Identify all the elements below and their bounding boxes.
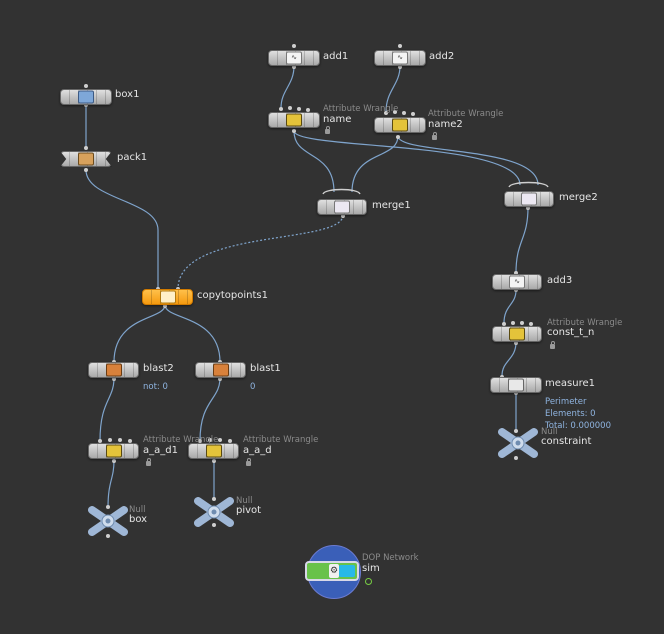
box-null-type: Null xyxy=(129,505,146,515)
wire-pack1-copytopoints1 xyxy=(85,169,159,289)
blast2-node[interactable] xyxy=(88,362,139,378)
pack-icon xyxy=(78,152,94,166)
blast-icon xyxy=(212,363,229,377)
measure-icon xyxy=(508,378,524,392)
add-wave-icon: ∿ xyxy=(509,275,525,289)
null-cross-icon xyxy=(498,428,538,458)
pack1-node[interactable] xyxy=(60,151,112,167)
blast1-info: 0 xyxy=(250,382,256,392)
pivot-node[interactable] xyxy=(194,497,234,527)
name-type: Attribute Wrangle xyxy=(323,104,399,114)
wire-blast2-aad1 xyxy=(99,377,115,442)
merge-icon xyxy=(334,200,350,214)
box-null-label: box xyxy=(129,514,148,525)
blast-icon xyxy=(105,363,122,377)
blast1-node[interactable] xyxy=(195,362,246,378)
wrangle-icon xyxy=(286,113,302,127)
wire-aad1-box xyxy=(107,459,115,509)
a-a-d1-type: Attribute Wrangle xyxy=(143,435,219,445)
add3-label: add3 xyxy=(547,275,573,286)
lock-icon xyxy=(146,458,151,466)
a-a-d-node[interactable] xyxy=(188,443,239,459)
a-a-d-label: a_a_d xyxy=(243,445,272,456)
wire-add2-name2 xyxy=(385,65,401,113)
wire-merge1-copytopoints1 xyxy=(177,214,344,290)
measure1-node[interactable] xyxy=(490,377,542,393)
name2-type: Attribute Wrangle xyxy=(428,109,504,119)
constraint-label: constraint xyxy=(541,436,592,447)
constraint-type: Null xyxy=(541,427,558,437)
wire-name2-merge2 xyxy=(397,135,539,186)
add2-node[interactable]: ∿ xyxy=(374,50,426,66)
box1-node[interactable] xyxy=(60,89,112,105)
blast2-label: blast2 xyxy=(143,363,174,374)
merge2-node[interactable] xyxy=(504,191,554,207)
wire-name-merge1 xyxy=(293,130,335,193)
sim-node[interactable]: ⚙ xyxy=(305,561,359,581)
pivot-type: Null xyxy=(236,496,253,506)
measure1-info-1: Elements: 0 xyxy=(545,409,596,419)
name-node[interactable] xyxy=(268,112,320,128)
wrangle-icon xyxy=(205,444,222,458)
box-null-node[interactable] xyxy=(88,506,128,536)
const-t-n-type: Attribute Wrangle xyxy=(547,318,623,328)
null-cross-icon xyxy=(88,506,128,536)
box1-label: box1 xyxy=(115,89,140,100)
lock-icon xyxy=(325,126,330,134)
add-wave-icon: ∿ xyxy=(392,51,408,65)
blast2-info: not: 0 xyxy=(143,382,168,392)
const-t-n-node[interactable] xyxy=(492,326,542,342)
wire-add3-const xyxy=(503,289,517,324)
merge1-node[interactable] xyxy=(317,199,367,215)
wrangle-icon xyxy=(392,118,408,132)
wrangle-icon xyxy=(105,444,122,458)
merge2-label: merge2 xyxy=(559,192,598,203)
lock-icon xyxy=(550,341,555,349)
constraint-node[interactable] xyxy=(498,428,538,458)
merge1-label: merge1 xyxy=(372,200,411,211)
wire-name2-merge1 xyxy=(351,135,399,193)
measure1-label: measure1 xyxy=(545,378,595,389)
add-wave-icon: ∿ xyxy=(286,51,302,65)
add1-label: add1 xyxy=(323,51,349,62)
copytopoints1-node[interactable] xyxy=(142,289,193,305)
measure1-info-0: Perimeter xyxy=(545,397,587,407)
dop-network-icon: ⚙ xyxy=(329,564,339,578)
a-a-d1-node[interactable] xyxy=(88,443,139,459)
a-a-d-type: Attribute Wrangle xyxy=(243,435,319,445)
sim-label: sim xyxy=(362,563,380,574)
wire-copy-blast2 xyxy=(113,304,166,363)
const-t-n-label: const_t_n xyxy=(547,327,595,338)
add1-node[interactable]: ∿ xyxy=(268,50,320,66)
wire-add1-name xyxy=(280,65,295,109)
name2-node[interactable] xyxy=(374,117,426,133)
pack1-label: pack1 xyxy=(117,152,148,163)
sim-type: DOP Network xyxy=(362,553,419,563)
copy-to-points-icon xyxy=(159,290,176,304)
merge-icon xyxy=(521,192,537,206)
wire-blast1-aad xyxy=(199,377,221,442)
lock-icon xyxy=(246,458,251,466)
add2-label: add2 xyxy=(429,51,455,62)
measure1-info-2: Total: 0.000000 xyxy=(545,421,611,431)
wire-const-measure1 xyxy=(501,341,517,377)
blast1-label: blast1 xyxy=(250,363,281,374)
wire-name-merge2 xyxy=(293,130,521,186)
null-cross-icon xyxy=(194,497,234,527)
pivot-label: pivot xyxy=(236,505,262,516)
name2-label: name2 xyxy=(428,119,463,130)
wrangle-icon xyxy=(509,327,525,341)
box-icon xyxy=(78,90,94,104)
wire-merge2-add3 xyxy=(515,206,529,274)
a-a-d1-label: a_a_d1 xyxy=(143,445,178,456)
name-label: name xyxy=(323,114,352,125)
copytopoints1-label: copytopoints1 xyxy=(197,290,268,301)
wire-copy-blast1 xyxy=(164,304,221,363)
add3-node[interactable]: ∿ xyxy=(492,274,542,290)
lock-icon xyxy=(432,132,437,140)
display-flag-icon xyxy=(365,578,372,585)
